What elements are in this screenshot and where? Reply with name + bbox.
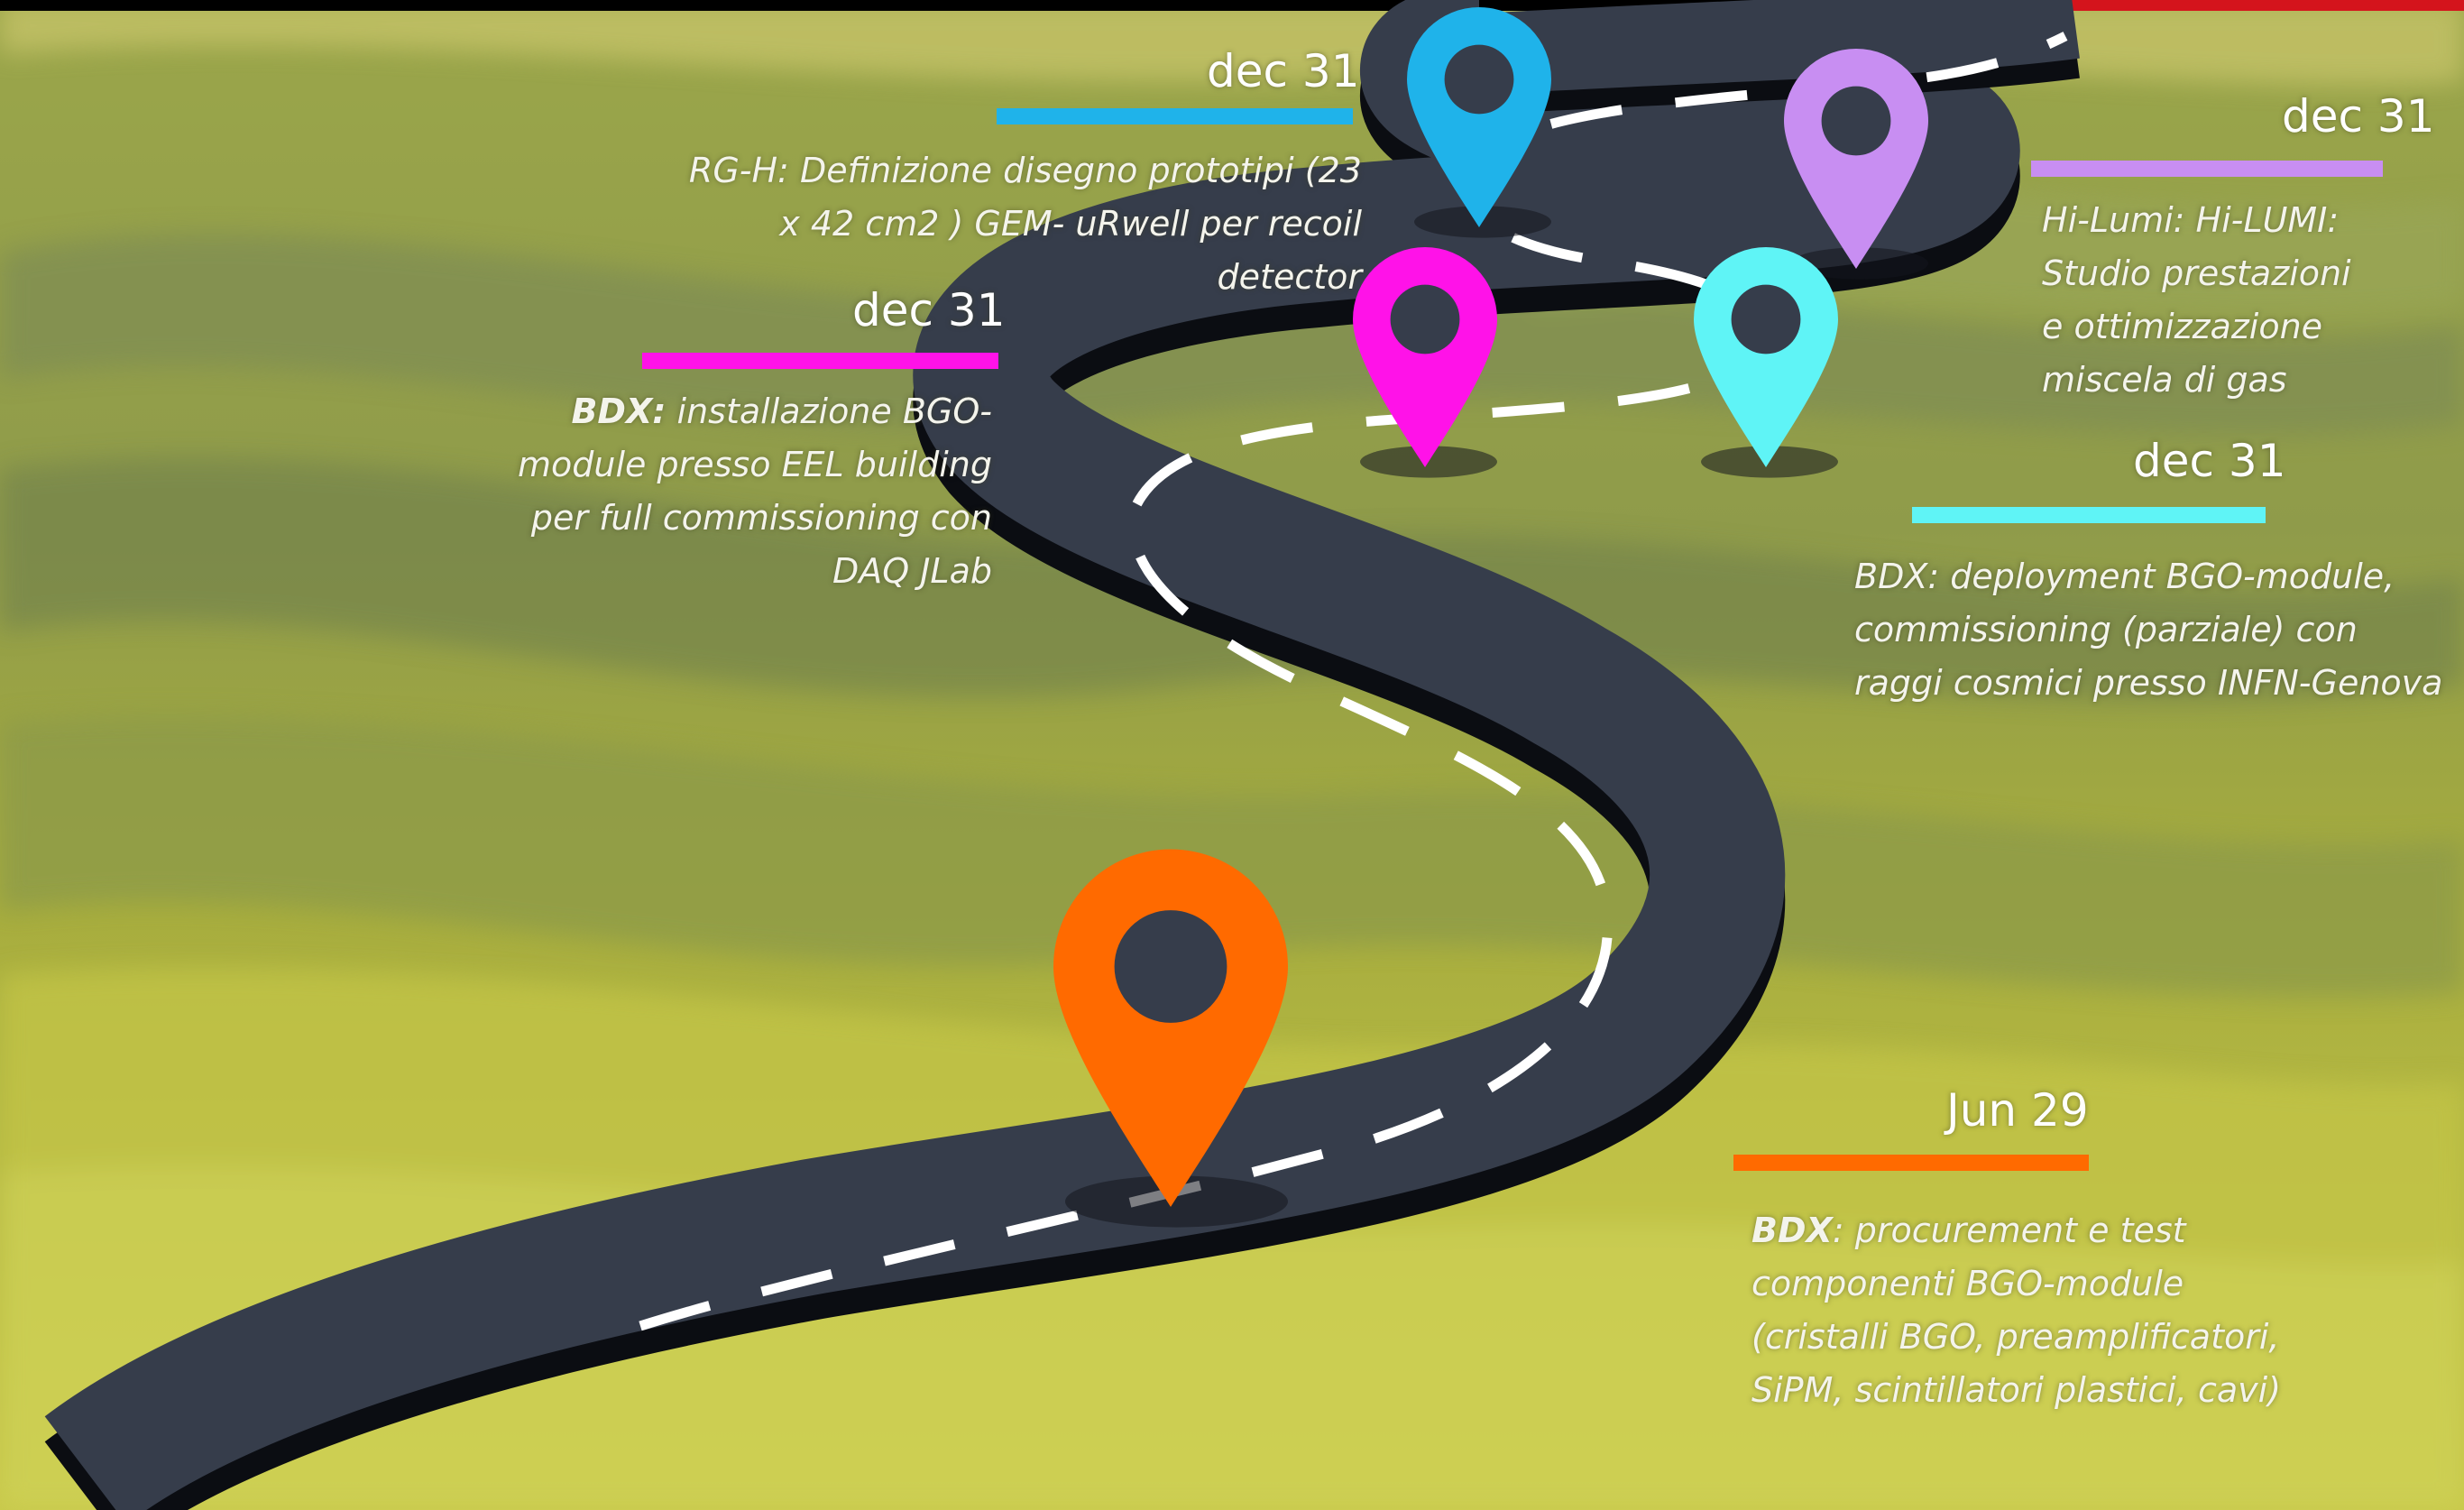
milestone-rgh-text: RG-H: Definizione disegno prototipi (23 … <box>688 151 1362 297</box>
milestone-bdx-deploy-date: dec 31 <box>2133 435 2286 487</box>
pin-magenta-icon <box>1353 247 1497 478</box>
pin-orange-icon <box>1053 849 1288 1228</box>
milestone-rgh-date: dec 31 <box>1207 45 1360 97</box>
milestone-hilumi-bar <box>2031 161 2383 177</box>
road-dashes <box>639 32 2068 1331</box>
milestone-hilumi-date: dec 31 <box>2282 90 2435 143</box>
pin-cyan-icon <box>1694 247 1838 478</box>
milestone-bdx-deploy-bar <box>1912 507 2266 523</box>
milestone-bdx-procure-date: Jun 29 <box>1946 1084 2089 1137</box>
milestone-bdx-install-prefix: BDX: <box>571 391 667 431</box>
milestone-hilumi-text: Hi-Lumi: Hi-LUMI: Studio prestazioni e o… <box>2042 200 2351 400</box>
milestone-bdx-install-bar <box>642 353 998 369</box>
milestone-bdx-procure-body: : procurement e test componenti BGO-modu… <box>1751 1211 2282 1410</box>
pin-sky-blue-icon <box>1407 7 1551 238</box>
milestone-bdx-procure-prefix: BDX <box>1751 1211 1833 1250</box>
pin-lavender-icon <box>1784 49 1928 280</box>
milestone-bdx-install-text: BDX: installazione BGO-module presso EEL… <box>451 385 992 598</box>
milestone-rgh-bar <box>997 108 1353 124</box>
milestone-bdx-install-date: dec 31 <box>852 284 1006 336</box>
milestone-bdx-install-body: installazione BGO-module presso EEL buil… <box>517 391 992 591</box>
milestone-bdx-procure-bar <box>1733 1155 2089 1171</box>
milestone-bdx-deploy-text: BDX: deployment BGO-module, commissionin… <box>1854 557 2443 703</box>
milestone-bdx-procure-text: BDX: procurement e test componenti BGO-m… <box>1751 1204 2329 1417</box>
